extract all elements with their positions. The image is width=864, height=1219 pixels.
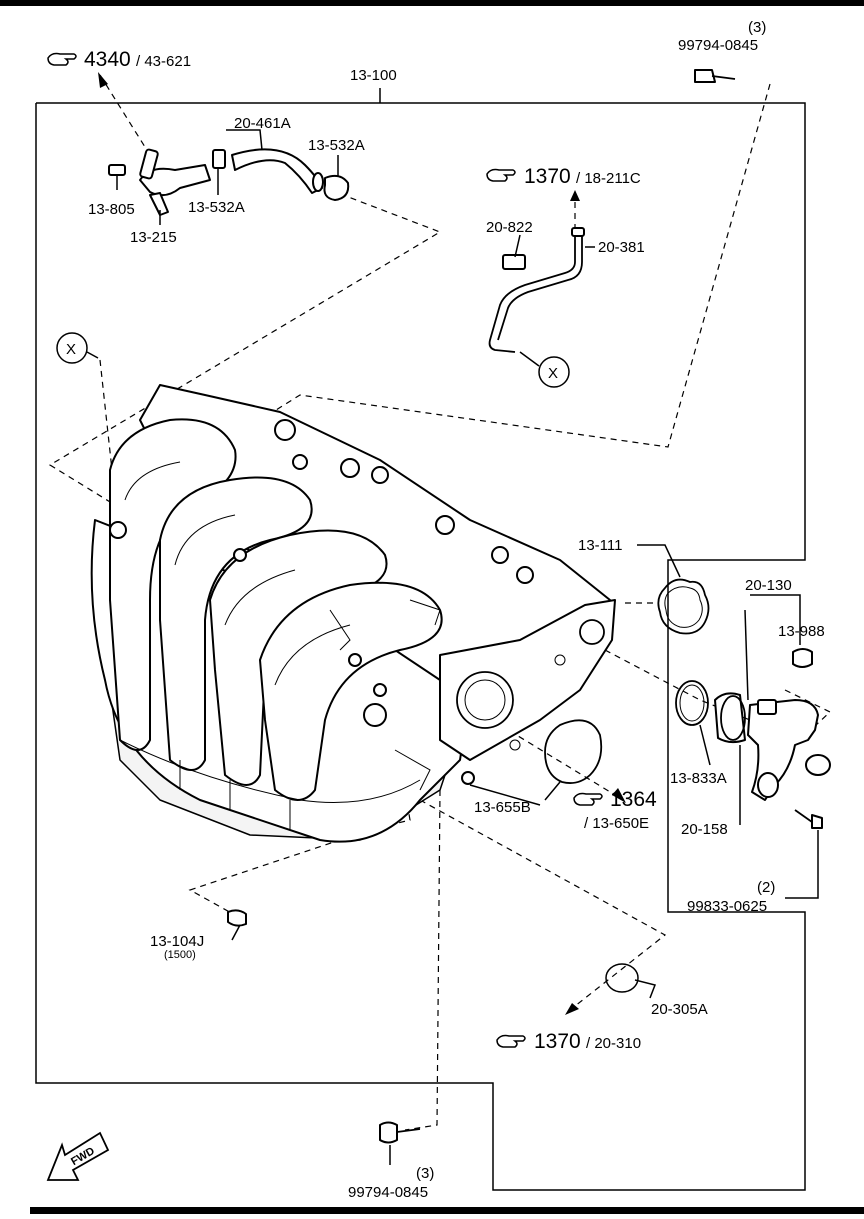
label-ref-4340: 4340 — [84, 48, 131, 71]
x-callouts — [56, 332, 570, 388]
plug-13-104j — [227, 909, 247, 927]
label-plug-qty: (1500) — [164, 949, 196, 961]
bolt-13-805 — [108, 164, 126, 176]
label-pipe-20-381: 20-381 — [598, 239, 645, 256]
label-leaders — [159, 129, 819, 999]
label-gasket-13-111: 13-111 — [578, 537, 622, 554]
clamp-13-532a-lower — [212, 149, 226, 169]
label-bolt-13-805: 13-805 — [88, 201, 135, 218]
label-plug-13-104j: 13-104J — [150, 933, 204, 950]
label-ref-1364: 1364 — [610, 788, 657, 811]
label-ref-1370-top: 1370 — [524, 165, 571, 188]
label-oring-13-833a: 13-833A — [670, 770, 727, 787]
label-assembly: 13-100 — [350, 67, 397, 84]
label-bolt-bottom-qty: (3) — [416, 1165, 434, 1182]
label-bolt-bottom: 99794-0845 — [348, 1184, 428, 1201]
bolt-99794-0845-bottom — [379, 1121, 421, 1165]
label-screw-99833-0625: 99833-0625 — [687, 898, 767, 915]
label-gasket-13-655b: 13-655B — [474, 799, 531, 816]
label-gasket-20-158: 20-158 — [681, 821, 728, 838]
screw-99833-0625 — [811, 814, 823, 829]
label-cap-13-988: 13-988 — [778, 623, 825, 640]
label-plate-20-305a: 20-305A — [651, 1001, 708, 1018]
clamp-13-532a-upper — [323, 174, 350, 201]
label-x-right: X — [548, 365, 558, 382]
x-callout-right — [538, 356, 570, 388]
label-ref-13650e: / 13-650E — [584, 815, 649, 832]
label-bolt-top: 99794-0845 — [678, 37, 758, 54]
assembly-boundary — [35, 102, 806, 1191]
hand-icon — [486, 168, 516, 182]
label-ref-43621: / 43-621 — [136, 53, 191, 70]
gasket-13-655b — [544, 719, 603, 784]
hand-pointer-icons — [47, 52, 603, 1048]
bottom-rule — [30, 1207, 864, 1214]
x-callout-left — [56, 332, 88, 364]
intake-manifold — [90, 384, 616, 843]
label-clamp-upper: 13-532A — [308, 137, 365, 154]
hose-20-461a — [231, 148, 323, 194]
arrowheads — [98, 72, 626, 1015]
label-ref-20310: / 20-310 — [586, 1035, 641, 1052]
label-ref-1370-bottom: 1370 — [534, 1030, 581, 1053]
label-housing-20-130: 20-130 — [745, 577, 792, 594]
hand-icon — [47, 52, 77, 66]
label-clamp-lower: 13-532A — [188, 199, 245, 216]
part-labels: 13-100 4340 / 43-621 (3) 99794-0845 20-4… — [66, 19, 825, 1201]
label-hose-20-461a: 20-461A — [234, 115, 291, 132]
label-screw-qty: (2) — [757, 879, 775, 896]
oring-13-833a — [675, 680, 709, 726]
label-x-left: X — [66, 341, 76, 358]
fwd-arrow-icon — [46, 1131, 110, 1181]
top-rule — [0, 0, 864, 6]
label-pipe-13-215: 13-215 — [130, 229, 177, 246]
cap-13-988 — [792, 648, 813, 668]
hand-icon — [573, 792, 603, 806]
vacuum-pipe-20-381 — [488, 227, 585, 353]
clip-20-822 — [502, 254, 526, 270]
label-ref-18211c: / 18-211C — [576, 170, 641, 187]
bolt-99794-0845-top — [694, 69, 736, 83]
pcv-hose-assembly — [108, 148, 350, 216]
label-bolt-top-qty: (3) — [748, 19, 766, 36]
hand-icon — [496, 1034, 526, 1048]
water-outlet-group — [675, 648, 831, 829]
plate-20-305a — [605, 963, 639, 993]
gasket-13-111 — [657, 578, 710, 635]
label-clip-20-822: 20-822 — [486, 219, 533, 236]
